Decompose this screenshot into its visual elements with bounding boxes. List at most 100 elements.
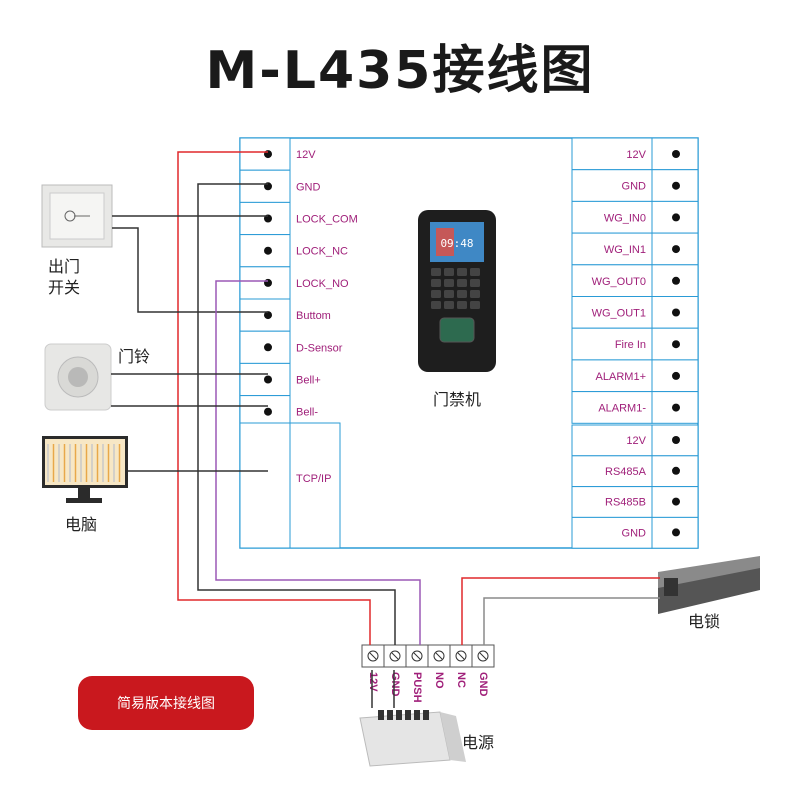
right-label-cell [571, 264, 653, 297]
power-supply: 电源 [359, 710, 494, 767]
terminal-screw-icon [672, 150, 680, 158]
left-pin-label: Bell- [296, 407, 318, 419]
right-label-cell [571, 200, 653, 234]
computer-label: 电脑 [65, 515, 97, 534]
terminal-screw-icon [672, 245, 680, 254]
right-label-cell [571, 327, 653, 361]
right-pin-label: WG_IN1 [604, 244, 646, 256]
right-terminal-cell [651, 486, 699, 518]
right-pin-label: WG_IN0 [604, 212, 646, 224]
right-terminal-cell [651, 264, 699, 297]
right-label-cell [571, 169, 653, 202]
right-label-cell [571, 359, 653, 393]
left-terminal-block: 12VGNDLOCK_COMLOCK_NCLOCK_NOButtomD-Sens… [239, 137, 358, 474]
right-label-cell [571, 296, 653, 329]
bottom-terminal-label: NO [433, 672, 445, 689]
right-label-cell [571, 391, 653, 424]
wires [111, 151, 660, 708]
doorbell: 门铃 [44, 343, 150, 411]
right-pin-label: 12V [626, 149, 646, 161]
right-pin-label: WG_OUT1 [592, 308, 646, 320]
terminal-screw-icon [672, 528, 680, 537]
right-pin-label: GND [622, 527, 647, 539]
right-pin-label: GND [622, 181, 647, 193]
terminal-screw-icon [672, 403, 680, 412]
right-pin-label: ALARM1- [598, 403, 646, 415]
keypad-key [444, 301, 454, 309]
right-pin-label: Fire In [615, 339, 646, 351]
left-pin-label: LOCK_COM [296, 214, 358, 226]
computer: 电脑 [42, 436, 128, 534]
device-label: 门禁机 [433, 390, 481, 409]
keypad-key [470, 301, 480, 309]
left-pin-label: Buttom [296, 310, 331, 322]
right-pin-label: RS485A [605, 466, 647, 478]
terminal-screw-icon [672, 497, 680, 506]
simple-version-button-label: 简易版本接线图 [117, 695, 215, 712]
right-pin-label: RS485B [605, 497, 646, 509]
keypad-key [431, 279, 441, 287]
terminal-screw-icon [672, 340, 680, 349]
right-label-cell [571, 486, 653, 518]
right-pin-label: 12V [626, 435, 646, 447]
bottom-terminal-label: 12V [367, 672, 379, 692]
bottom-terminal-label: PUSH [411, 672, 423, 703]
terminal-screw-icon [672, 181, 680, 190]
left-pin-label: LOCK_NC [296, 246, 348, 258]
left-pin-label: Bell+ [296, 375, 321, 387]
left-pin-label: 12V [296, 149, 316, 161]
doorbell-label: 门铃 [118, 347, 150, 366]
left-pin-label: LOCK_NO [296, 278, 349, 290]
right-pin-label: WG_OUT0 [592, 276, 646, 288]
keypad-key [470, 279, 480, 287]
exit-switch-label-2: 开关 [48, 278, 80, 297]
tcp-port-left [239, 422, 291, 549]
keypad-key [431, 301, 441, 309]
terminal-screw-icon [264, 375, 272, 384]
keypad-key [457, 290, 467, 298]
keypad-key [470, 268, 480, 276]
tcp-port-right [289, 422, 341, 549]
terminal-screw-icon [672, 371, 680, 380]
fingerprint-sensor [439, 317, 475, 343]
bottom-terminal-label: GND [477, 672, 489, 697]
bottom-terminal-label: NC [455, 672, 467, 688]
terminal-screw-icon [264, 311, 272, 320]
access-control-device: 09:48 门禁机 [418, 210, 496, 409]
left-pin-label: D-Sensor [296, 342, 343, 354]
keypad-key [457, 301, 467, 309]
electric-lock: 电锁 [658, 556, 760, 631]
device-keypad [431, 268, 480, 309]
terminal-screw-icon [264, 407, 272, 416]
exit-switch: 出门 开关 [41, 184, 113, 297]
tcp-ip-label: TCP/IP [296, 473, 331, 485]
keypad-key [431, 290, 441, 298]
bottom-terminal-block: 12V GND PUSH NO NC GND [361, 644, 495, 703]
right-label-cell [571, 516, 653, 549]
terminal-screw-icon [672, 308, 680, 317]
keypad-key [457, 279, 467, 287]
simple-version-button[interactable]: 简易版本接线图 [78, 676, 254, 730]
right-pin-label: ALARM1+ [596, 371, 646, 383]
device-screen-time: 09:48 [440, 237, 473, 250]
terminal-screw-icon [672, 276, 680, 285]
terminal-screw-icon [672, 213, 680, 222]
right-label-cell [571, 455, 653, 488]
keypad-key [444, 268, 454, 276]
bottom-terminal-label: GND [389, 672, 401, 697]
terminal-screw-icon [672, 466, 680, 475]
exit-switch-label-1: 出门 [48, 257, 80, 276]
keypad-key [470, 290, 480, 298]
lock-label: 电锁 [688, 612, 720, 631]
keypad-key [431, 268, 441, 276]
keypad-key [444, 279, 454, 287]
terminal-screw-icon [264, 246, 272, 255]
terminal-screw-icon [672, 436, 680, 444]
keypad-key [457, 268, 467, 276]
terminal-screw-icon [264, 278, 272, 287]
power-label: 电源 [462, 733, 494, 752]
page-title: M-L435接线图 [205, 41, 594, 101]
keypad-key [444, 290, 454, 298]
